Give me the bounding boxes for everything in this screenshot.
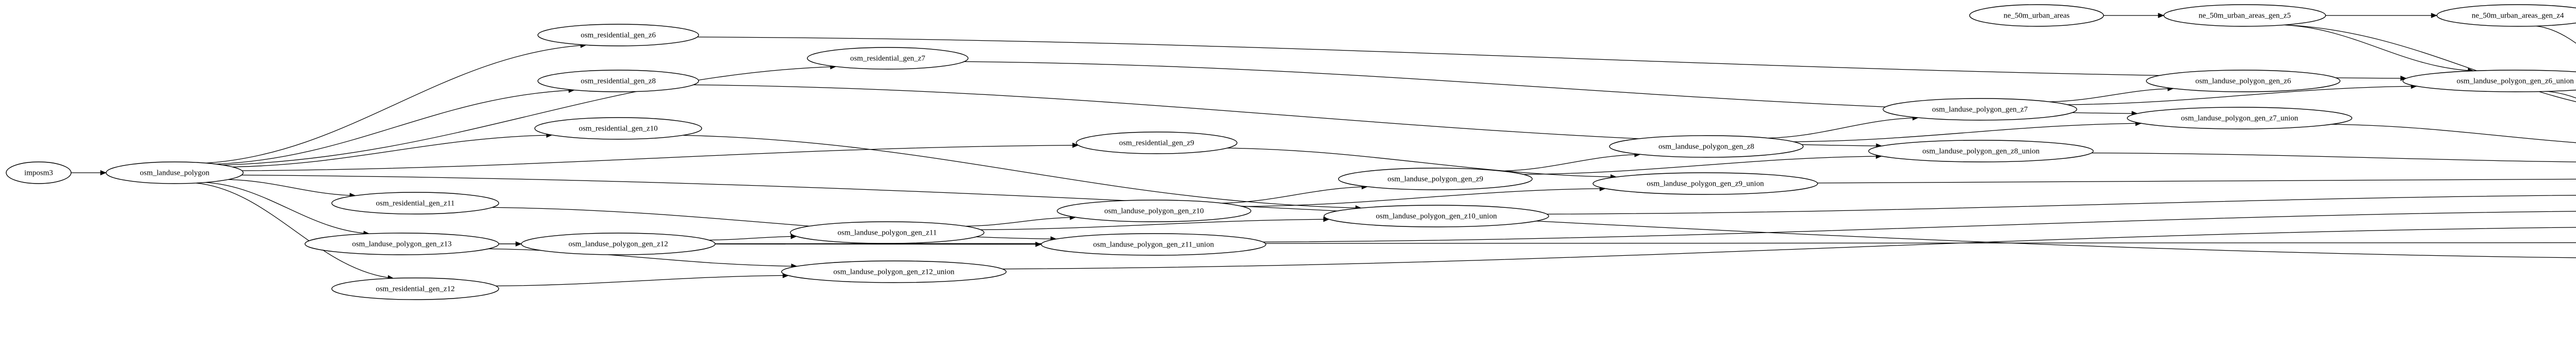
graph-node-osm_landuse_polygon_gen_z10[interactable]: osm_landuse_polygon_gen_z10	[1057, 200, 1251, 222]
graph-node-osm_landuse_polygon_gen_z12[interactable]: osm_landuse_polygon_gen_z12	[521, 233, 716, 255]
edge-osm_landuse_polygon_gen_z11--osm_landuse_polygon_gen_z10	[965, 217, 1076, 227]
graph-node-osm_landuse_polygon_gen_z9_union[interactable]: osm_landuse_polygon_gen_z9_union	[1592, 172, 1818, 195]
edge-osm_residential_gen_z9--osm_landuse_polygon_gen_z9_union	[1227, 147, 1617, 177]
graph-node-ne_50m_urban_areas_gen_z4[interactable]: ne_50m_urban_areas_gen_z4	[2436, 4, 2576, 27]
edge-osm_landuse_polygon--osm_residential_gen_z11	[228, 179, 356, 196]
graph-node-osm_landuse_polygon_gen_z11[interactable]: osm_landuse_polygon_gen_z11	[790, 221, 985, 244]
graph-node-ne_50m_urban_areas_gen_z5[interactable]: ne_50m_urban_areas_gen_z5	[2163, 4, 2326, 27]
edge-osm_residential_gen_z12--osm_landuse_polygon_gen_z12_union	[496, 275, 789, 287]
node-shape	[1057, 200, 1251, 222]
node-shape	[1609, 135, 1804, 158]
node-shape	[1592, 172, 1818, 195]
edge-arrowhead	[100, 170, 107, 176]
graph-node-osm_landuse_polygon_gen_z6_union[interactable]: osm_landuse_polygon_gen_z6_union	[2402, 70, 2576, 92]
node-shape	[807, 47, 969, 70]
edge-osm_landuse_polygon_gen_z13--osm_landuse_polygon_gen_z12_union	[488, 248, 798, 267]
node-shape	[1969, 4, 2104, 27]
node-shape	[521, 233, 716, 255]
node-shape	[537, 24, 699, 46]
edge-osm_landuse_polygon_gen_z9_union--layer_landuse_z9	[1817, 178, 2576, 184]
edge-osm_landuse_polygon_gen_z12--osm_landuse_polygon_gen_z11	[708, 236, 797, 241]
graph-node-osm_landuse_polygon_gen_z9[interactable]: osm_landuse_polygon_gen_z9	[1338, 168, 1533, 190]
edge-osm_landuse_polygon_gen_z6_union--layer_landuse_z6	[2546, 91, 2576, 98]
edge-osm_residential_gen_z6--osm_landuse_polygon_gen_z6_union	[697, 37, 2406, 79]
node-shape	[6, 161, 72, 184]
edge-osm_landuse_polygon_gen_z11--osm_landuse_polygon_gen_z10_union	[980, 219, 1329, 231]
graph-node-osm_residential_gen_z10[interactable]: osm_residential_gen_z10	[534, 117, 702, 140]
edge-osm_residential_gen_z10--osm_landuse_polygon_gen_z10_union	[682, 135, 1362, 209]
node-shape	[2146, 70, 2341, 92]
node-shape	[106, 161, 244, 184]
graph-node-osm_residential_gen_z11[interactable]: osm_residential_gen_z11	[331, 192, 499, 215]
node-shape	[537, 70, 699, 92]
graph-node-imposm3[interactable]: imposm3	[6, 161, 72, 184]
node-shape	[1868, 140, 2094, 162]
edge-ne_50m_urban_areas_gen_z5--osm_landuse_polygon_gen_z6_union	[2283, 24, 2474, 72]
node-shape	[1076, 131, 1238, 154]
node-shape	[790, 221, 985, 244]
node-shape	[2436, 4, 2576, 27]
edge-osm_landuse_polygon_gen_z9--osm_landuse_polygon_gen_z8_union	[1523, 156, 1882, 175]
edge-arrowhead	[2158, 12, 2164, 19]
graph-node-osm_landuse_polygon_gen_z7[interactable]: osm_landuse_polygon_gen_z7	[1883, 98, 2077, 121]
edge-osm_landuse_polygon_gen_z10_union--layer_landuse_z10	[1547, 194, 2576, 215]
edge-osm_landuse_polygon--osm_residential_gen_z6	[206, 44, 586, 163]
edge-osm_landuse_polygon--osm_residential_gen_z12	[196, 183, 394, 279]
edge-osm_landuse_polygon_gen_z8--osm_landuse_polygon_gen_z7	[1768, 117, 1919, 139]
graph-node-osm_residential_gen_z9[interactable]: osm_residential_gen_z9	[1076, 131, 1238, 154]
node-shape	[2402, 70, 2576, 92]
graph-node-osm_landuse_polygon_gen_z7_union[interactable]: osm_landuse_polygon_gen_z7_union	[2127, 107, 2352, 129]
edge-osm_landuse_polygon--osm_residential_gen_z9	[242, 145, 1078, 171]
graph-node-osm_landuse_polygon_gen_z12_union[interactable]: osm_landuse_polygon_gen_z12_union	[781, 260, 1007, 283]
node-shape	[2127, 107, 2352, 129]
graph-node-osm_residential_gen_z12[interactable]: osm_residential_gen_z12	[331, 277, 499, 300]
edge-osm_landuse_polygon_gen_z12_union--layer_landuse_z12	[1002, 227, 2576, 270]
node-shape	[2163, 4, 2326, 27]
edge-osm_landuse_polygon--osm_residential_gen_z7	[223, 66, 836, 166]
edge-osm_landuse_polygon_gen_z7--osm_landuse_polygon_gen_z6_union	[2067, 86, 2417, 105]
edge-arrowhead	[1035, 241, 1042, 247]
graph-node-osm_residential_gen_z6[interactable]: osm_residential_gen_z6	[537, 24, 699, 46]
graph-node-osm_landuse_polygon_gen_z8[interactable]: osm_landuse_polygon_gen_z8	[1609, 135, 1804, 158]
graph-node-osm_landuse_polygon_gen_z10_union[interactable]: osm_landuse_polygon_gen_z10_union	[1324, 205, 1549, 227]
node-shape	[1338, 168, 1533, 190]
graph-node-osm_residential_gen_z8[interactable]: osm_residential_gen_z8	[537, 70, 699, 92]
edge-osm_landuse_polygon_gen_z10--osm_landuse_polygon_gen_z9	[1222, 186, 1368, 204]
edge-osm_landuse_polygon--osm_residential_gen_z10	[232, 135, 552, 168]
edge-osm_landuse_polygon_gen_z8_union--layer_landuse_z8	[2091, 153, 2576, 162]
edge-arrowhead	[1072, 142, 1079, 148]
node-shape	[781, 260, 1007, 283]
graph-node-osm_landuse_polygon_gen_z11_union[interactable]: osm_landuse_polygon_gen_z11_union	[1041, 233, 1266, 256]
edge-osm_landuse_polygon_gen_z9--osm_landuse_polygon_gen_z8	[1501, 154, 1640, 172]
graph-node-ne_50m_urban_areas[interactable]: ne_50m_urban_areas	[1969, 4, 2104, 27]
graph-node-osm_residential_gen_z7[interactable]: osm_residential_gen_z7	[807, 47, 969, 70]
edge-osm_landuse_polygon_gen_z7_union--layer_landuse_z7	[2331, 124, 2576, 143]
node-shape	[1041, 233, 1266, 256]
node-shape	[331, 277, 499, 300]
graph-node-osm_landuse_polygon[interactable]: osm_landuse_polygon	[106, 161, 244, 184]
edge-osm_landuse_polygon--osm_landuse_polygon_gen_z13	[205, 182, 369, 234]
graph-node-osm_landuse_polygon_gen_z13[interactable]: osm_landuse_polygon_gen_z13	[304, 233, 499, 255]
graph-node-osm_landuse_polygon_gen_z6[interactable]: osm_landuse_polygon_gen_z6	[2146, 70, 2341, 92]
edge-ne_50m_urban_areas_gen_z5--layer_landuse_z5	[2284, 24, 2576, 102]
edge-osm_landuse_polygon--osm_residential_gen_z8	[216, 89, 574, 164]
edge-osm_landuse_polygon_gen_z7--osm_landuse_polygon_gen_z6	[2049, 88, 2174, 103]
node-shape	[1324, 205, 1549, 227]
edge-arrowhead	[2431, 12, 2437, 19]
edge-osm_landuse_polygon_gen_z8--osm_landuse_polygon_gen_z7_union	[1793, 123, 2142, 142]
graph-node-osm_landuse_polygon_gen_z8_union[interactable]: osm_landuse_polygon_gen_z8_union	[1868, 140, 2094, 162]
node-shape	[1883, 98, 2077, 121]
edge-osm_landuse_polygon_gen_z10--osm_landuse_polygon_gen_z9_union	[1242, 188, 1606, 207]
edge-ne_50m_urban_areas_gen_z4--layer_landuse_z4	[2536, 25, 2576, 44]
node-shape	[304, 233, 499, 255]
edge-osm_landuse_polygon_gen_z11_union--layer_landuse_z11	[1263, 211, 2576, 242]
node-shape	[331, 192, 499, 215]
edge-osm_landuse_polygon_gen_z13--layer_landuse_z13	[498, 242, 2576, 244]
node-shape	[534, 117, 702, 140]
